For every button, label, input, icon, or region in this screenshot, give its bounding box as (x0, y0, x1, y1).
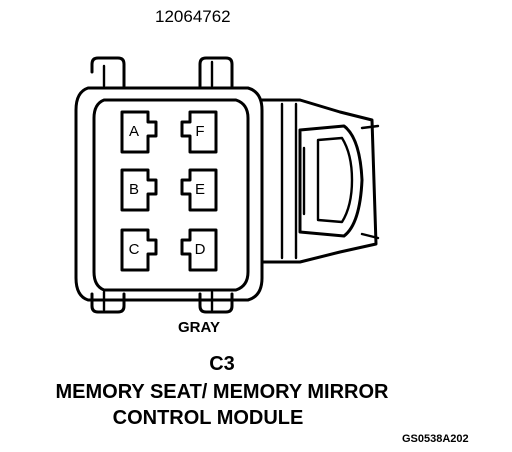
part-number: 12064762 (155, 7, 231, 26)
caption-line-1: MEMORY SEAT/ MEMORY MIRROR (56, 381, 390, 403)
reference-code: GS0538A202 (402, 433, 469, 445)
terminal-cavity-c (120, 228, 158, 272)
terminal-cavity-b (120, 168, 158, 212)
connector-id: C3 (209, 353, 235, 375)
connector-latch (260, 98, 380, 264)
terminal-cavity-f (180, 110, 218, 154)
terminal-cavity-d (180, 228, 218, 272)
connector-body (74, 56, 264, 314)
pin-letter-f: F (195, 123, 204, 140)
terminal-cavities: A B C F E D (120, 110, 218, 272)
pin-letter-e: E (195, 181, 205, 198)
terminal-cavity-e (180, 168, 218, 212)
pin-letter-b: B (129, 181, 139, 198)
connector-color-label: GRAY (178, 319, 220, 336)
pin-letter-c: C (129, 241, 140, 258)
caption-line-2: CONTROL MODULE (113, 407, 304, 429)
pin-letter-a: A (129, 123, 139, 140)
terminal-cavity-a (120, 110, 158, 154)
pin-letter-d: D (195, 241, 206, 258)
